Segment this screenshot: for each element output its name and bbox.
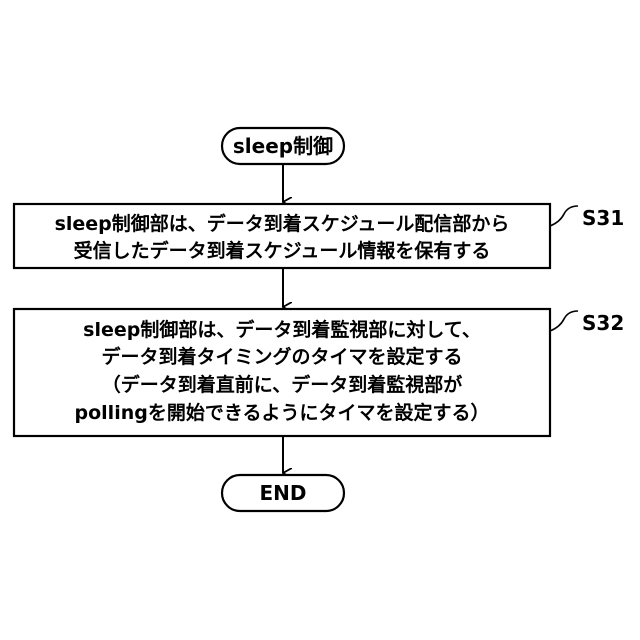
start-terminator: sleep制御 [222, 128, 344, 164]
end-terminator: END [222, 475, 344, 511]
end-label: END [259, 481, 306, 505]
s32-line-4: pollingを開始できるようにタイマを設定する） [75, 401, 490, 424]
step-id-s31: S31 [582, 206, 624, 230]
start-label: sleep制御 [233, 134, 333, 158]
process-box-s32: sleep制御部は、データ到着監視部に対して、 データ到着タイミングのタイマを設… [14, 309, 550, 436]
s32-line-1: sleep制御部は、データ到着監視部に対して、 [83, 318, 481, 341]
s31-line-2: 受信したデータ到着スケジュール情報を保有する [74, 239, 491, 262]
s31-line-1: sleep制御部は、データ到着スケジュール配信部から [55, 212, 510, 235]
s32-line-2: データ到着タイミングのタイマを設定する [101, 345, 462, 368]
s32-line-3: （データ到着直前に、データ到着監視部が [102, 373, 462, 396]
process-box-s31: sleep制御部は、データ到着スケジュール配信部から 受信したデータ到着スケジュ… [14, 204, 550, 268]
step-id-s32: S32 [582, 311, 624, 335]
s31-leader-line [550, 206, 578, 226]
s32-leader-line [550, 311, 578, 331]
